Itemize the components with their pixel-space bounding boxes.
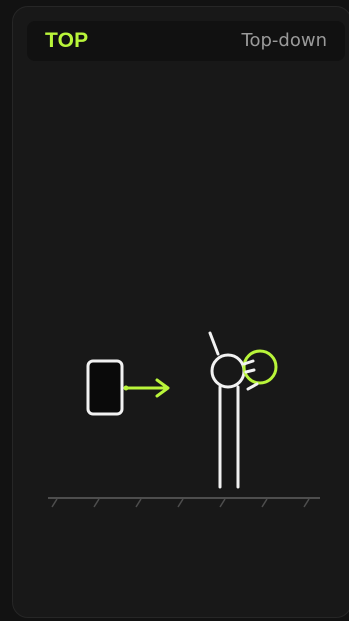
focus-circle-icon [244,351,276,389]
ground-line [48,498,320,507]
arrow-right-icon [124,380,169,396]
standing-figure-icon [210,333,244,487]
phone-icon [88,361,122,414]
